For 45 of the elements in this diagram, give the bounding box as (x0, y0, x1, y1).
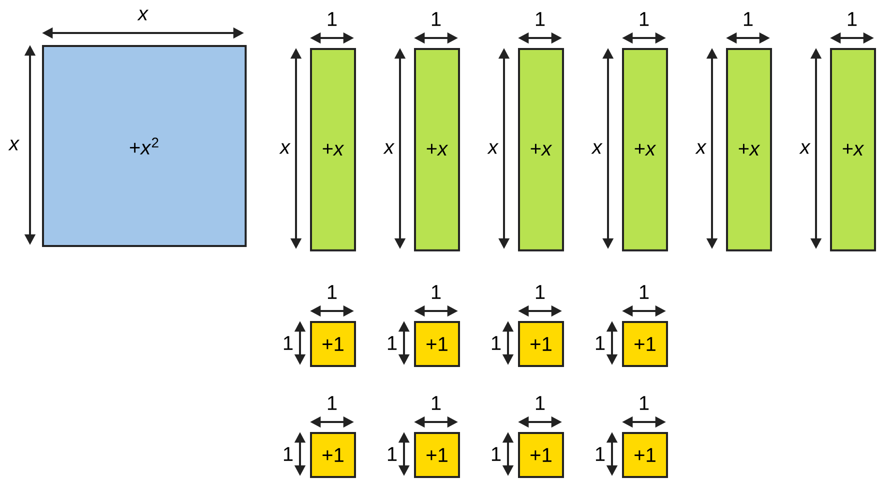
dimension-label: 1 (640, 285, 649, 299)
unit-tile: +1 (518, 321, 564, 367)
dimension-label: 1 (492, 336, 501, 350)
dimension-label: 1 (848, 12, 857, 26)
dimension-label: x (799, 143, 811, 154)
dimension-label: 1 (596, 447, 605, 461)
dimension-label: 1 (284, 336, 293, 350)
dimension-label: 1 (432, 12, 441, 26)
unit-tile: +1 (310, 321, 356, 367)
rectangle-tile: +x (622, 48, 668, 252)
unit-tile: +1 (622, 321, 668, 367)
dimension-label: 1 (536, 396, 545, 410)
dimension-label: x (695, 143, 707, 154)
dimension-label: 1 (596, 336, 605, 350)
dimension-label: 1 (432, 285, 441, 299)
dimension-label: 1 (744, 12, 753, 26)
dimension-label: x (383, 143, 395, 154)
rectangle-tile: +x (830, 48, 876, 252)
dimension-label: x (487, 143, 499, 154)
dimension-label: x (137, 10, 149, 20)
unit-tile: +1 (310, 432, 356, 478)
dimension-label: x (279, 143, 291, 154)
dimension-label: x (591, 143, 603, 154)
rectangle-tile: +x (414, 48, 460, 252)
dimension-label: 1 (388, 336, 397, 350)
dimension-label: 1 (328, 396, 337, 410)
dimension-label: 1 (492, 447, 501, 461)
dimension-label: 1 (284, 447, 293, 461)
unit-tile: +1 (622, 432, 668, 478)
rectangle-tile: +x (726, 48, 772, 252)
rectangle-tile: +x (518, 48, 564, 252)
dimension-label: x (8, 140, 20, 150)
dimension-label: 1 (640, 396, 649, 410)
dimension-label: 1 (328, 285, 337, 299)
unit-tile: +1 (414, 432, 460, 478)
dimension-label: 1 (536, 285, 545, 299)
square-tile: +x$^{2}$ (42, 45, 247, 247)
dimension-label: 1 (388, 447, 397, 461)
unit-tile: +1 (518, 432, 564, 478)
dimension-label: 1 (536, 12, 545, 26)
dimension-label: 1 (328, 12, 337, 26)
rectangle-tile: +x (310, 48, 356, 252)
dimension-label: 1 (432, 396, 441, 410)
dimension-label: 1 (640, 12, 649, 26)
unit-tile: +1 (414, 321, 460, 367)
